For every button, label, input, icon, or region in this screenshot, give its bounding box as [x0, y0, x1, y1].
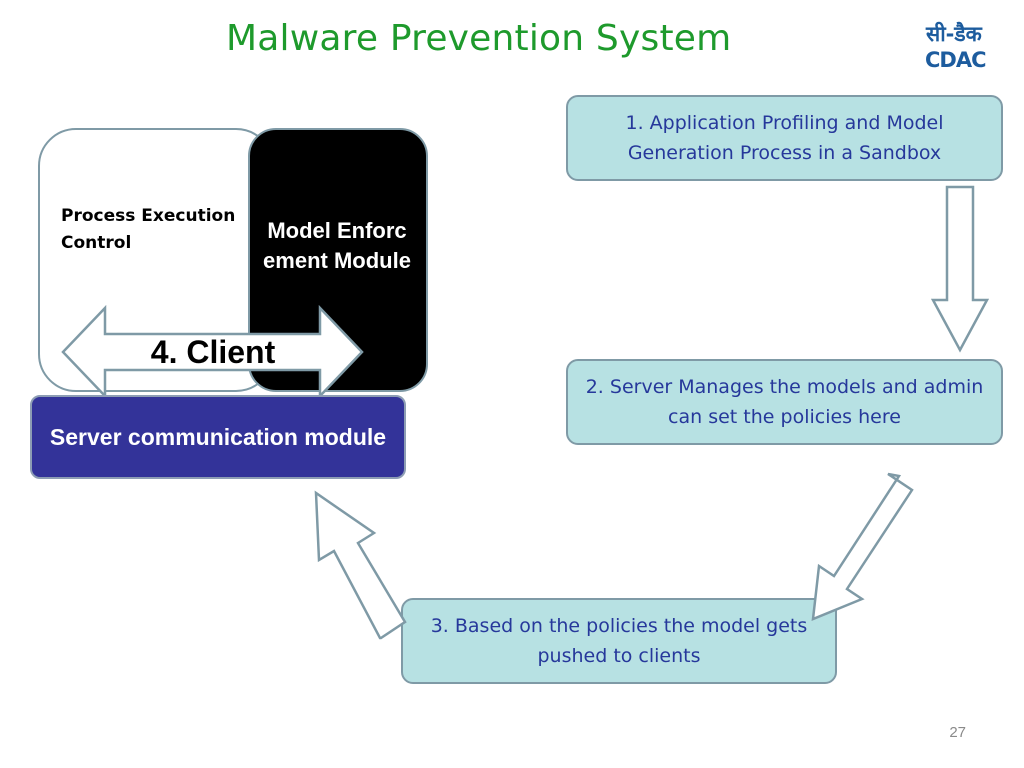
cdac-logo: सी-डैक CDAC: [922, 20, 994, 76]
page-number: 27: [949, 724, 966, 741]
server-communication-module-box: Server communication module: [30, 395, 406, 479]
logo-hindi-text: सी-डैक: [926, 22, 982, 46]
logo-latin-text: CDAC: [925, 48, 987, 72]
server-communication-module-label: Server communication module: [49, 423, 387, 450]
arrow-step1-to-step2: [930, 185, 990, 353]
slide-title: Malware Prevention System: [226, 18, 732, 59]
client-label: 4. Client: [150, 334, 276, 370]
arrow-step3-to-client: [314, 490, 407, 640]
step-2-label: 2. Server Manages the models and admin c…: [585, 376, 984, 428]
step-2-box: 2. Server Manages the models and admin c…: [566, 359, 1003, 445]
client-double-arrow: [61, 304, 364, 400]
arrow-step2-to-step3: [811, 472, 914, 621]
model-enforcement-module-label: Model Enforcement Module: [263, 218, 411, 273]
process-execution-control-label: Process Execution Control: [61, 206, 236, 253]
step-3-label: 3. Based on the policies the model gets …: [430, 615, 808, 667]
step-1-label: 1. Application Profiling and Model Gener…: [625, 112, 944, 164]
step-1-box: 1. Application Profiling and Model Gener…: [566, 95, 1003, 181]
step-3-box: 3. Based on the policies the model gets …: [401, 598, 837, 684]
